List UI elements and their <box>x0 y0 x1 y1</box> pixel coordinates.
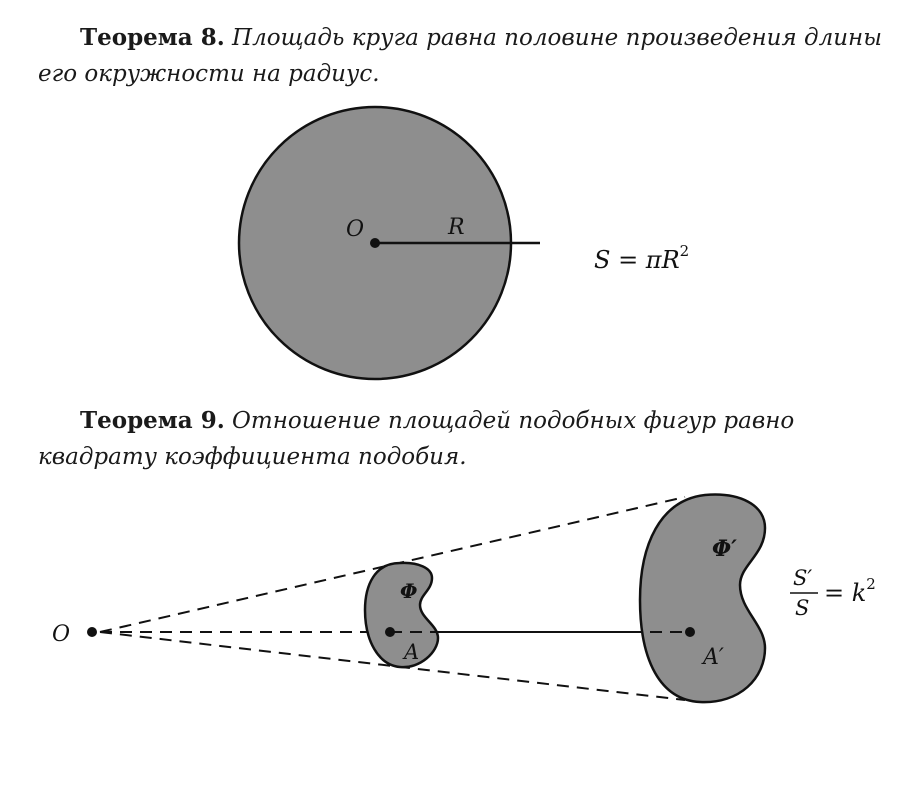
point-a-prime-label: A′ <box>701 645 724 670</box>
point-a-prime <box>685 627 695 637</box>
circle-figure: O R S = πR2 <box>237 105 689 381</box>
theorem-8: Теорема 8. Площадь круга равна половине … <box>38 20 898 92</box>
similarity-figure: O Φ A Φ′ A′ S′ S = k2 <box>52 493 876 704</box>
center-label: O <box>346 217 364 242</box>
ratio-rhs-main: = k <box>824 579 866 607</box>
circle-area-formula: S = πR2 <box>594 242 689 274</box>
small-figure <box>363 561 440 669</box>
theorem-9-label: Теорема 9. <box>80 407 225 434</box>
point-a-label: A <box>402 640 419 664</box>
point-a <box>385 627 395 637</box>
origin-label: O <box>52 622 70 647</box>
ray-lower <box>99 631 686 701</box>
theorem-9-text: Отношение площадей подобных фигур равно … <box>38 408 795 470</box>
theorem-8-label: Теорема 8. <box>80 24 225 51</box>
formula-main: S = πR <box>594 246 680 274</box>
radius-label: R <box>447 215 465 240</box>
ratio-formula: S′ S = k2 <box>790 566 876 620</box>
ratio-numerator: S′ <box>793 566 812 590</box>
ratio-exponent: 2 <box>866 575 876 593</box>
center-point <box>370 238 380 248</box>
large-figure <box>638 493 767 704</box>
large-figure-label: Φ′ <box>712 536 737 562</box>
origin-point <box>87 627 97 637</box>
theorem-9: Теорема 9. Отношение площадей подобных ф… <box>38 403 898 475</box>
ratio-rhs: = k2 <box>824 575 876 607</box>
formula-exponent: 2 <box>680 242 690 260</box>
ratio-denominator: S <box>795 596 809 620</box>
small-figure-label: Φ <box>400 579 418 603</box>
theorem-8-text: Площадь круга равна половине произведени… <box>38 25 882 87</box>
